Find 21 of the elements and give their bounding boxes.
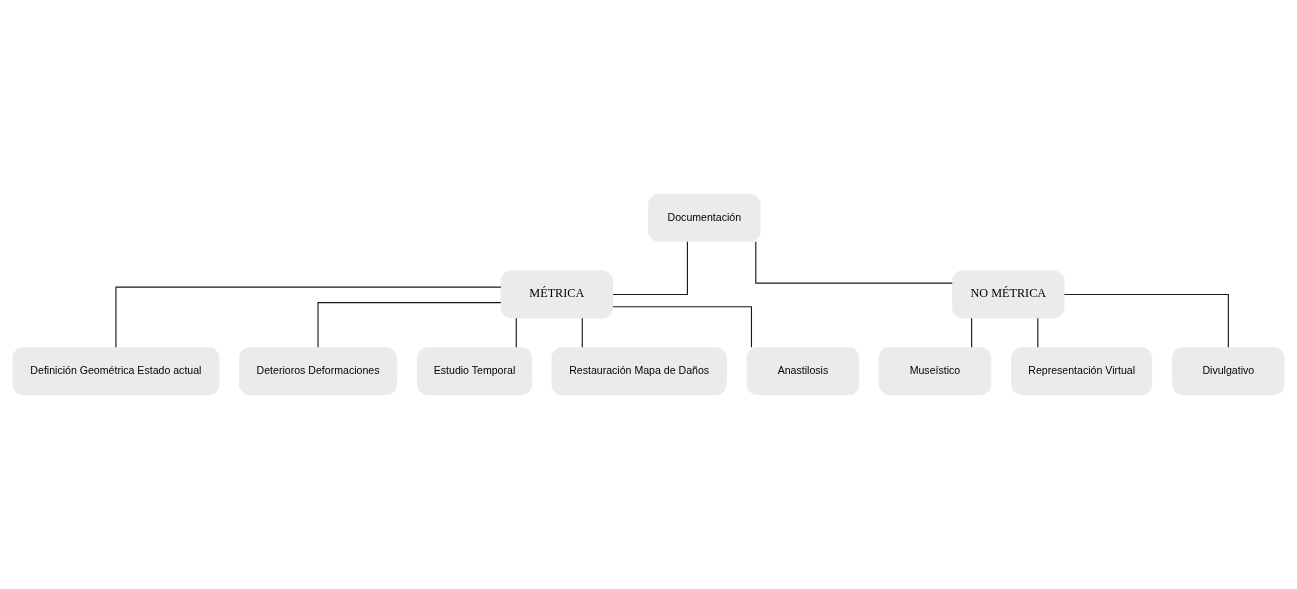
connector [612, 241, 688, 296]
node-box: Anastilosis [746, 347, 860, 396]
connector [515, 317, 517, 348]
node-box: Documentación [648, 193, 761, 242]
node-box: Restauración Mapa de Daños [551, 347, 727, 396]
node-box: Deterioros Deformaciones [239, 347, 398, 396]
node-box: Representación Virtual [1011, 347, 1153, 396]
connector [115, 286, 502, 348]
node-box: MÉTRICA [500, 270, 614, 319]
connector [581, 317, 583, 348]
connector [971, 317, 973, 348]
node-box: Museístico [878, 347, 992, 396]
connector [1063, 293, 1229, 348]
connector [317, 302, 502, 348]
connector [612, 306, 753, 348]
node-box: Definición Geométrica Estado actual [12, 347, 220, 396]
node-box: Divulgativo [1172, 347, 1285, 396]
node-box: NO MÉTRICA [952, 270, 1065, 319]
node-box: Estudio Temporal [417, 347, 532, 396]
connector [755, 241, 953, 284]
connector [1037, 317, 1039, 348]
